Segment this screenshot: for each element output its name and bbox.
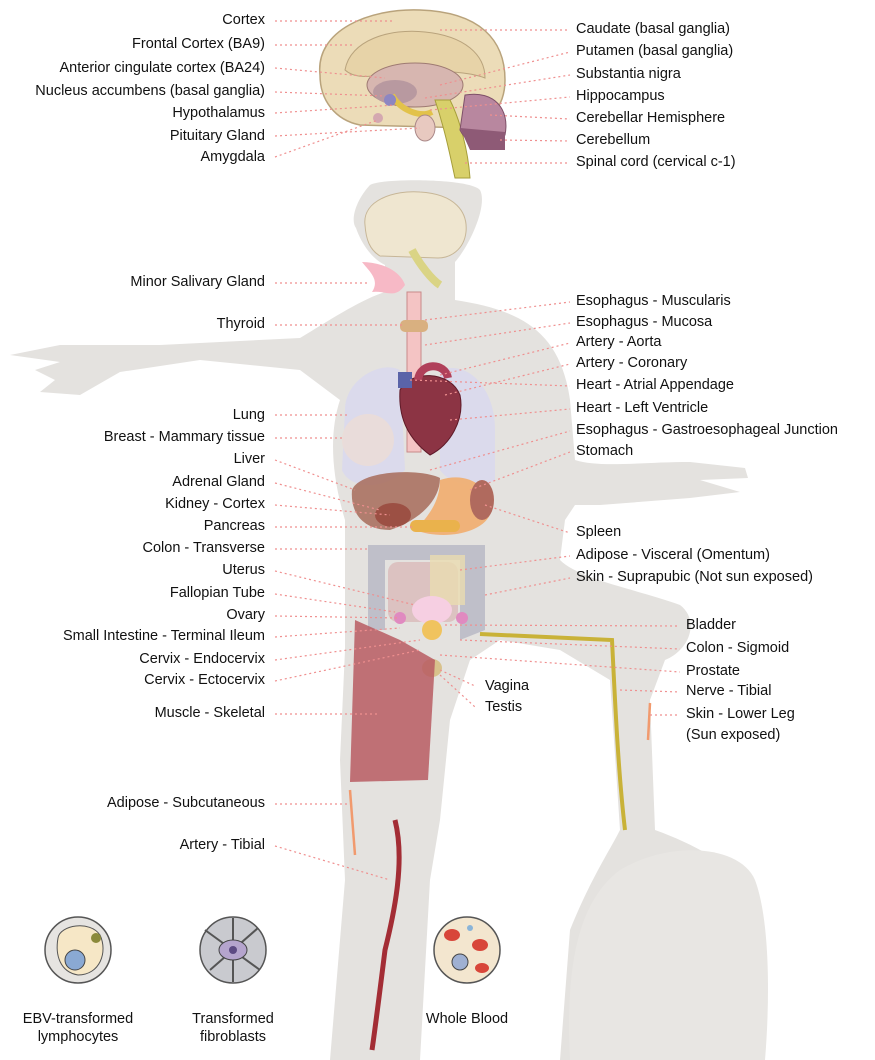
label-pituitary: Pituitary Gland (170, 128, 265, 145)
pancreas (410, 520, 460, 532)
uterus (412, 596, 452, 624)
label-fallopian-tube: Fallopian Tube (170, 585, 265, 602)
caption-whole-blood-line1: Whole Blood (392, 1010, 542, 1028)
label-skin-lower-leg-1: Skin - Lower Leg (686, 706, 795, 723)
label-esophagus-mucosa: Esophagus - Mucosa (576, 314, 712, 331)
label-adipose-subcutaneous: Adipose - Subcutaneous (107, 795, 265, 812)
label-lung: Lung (233, 407, 265, 424)
label-nucleus-accumbens: Nucleus accumbens (basal ganglia) (35, 83, 265, 100)
whole-blood-icon (434, 917, 500, 983)
label-stomach: Stomach (576, 443, 633, 460)
label-putamen: Putamen (basal ganglia) (576, 43, 733, 60)
bladder (422, 620, 442, 640)
ovary-right (456, 612, 468, 624)
thyroid (400, 320, 428, 332)
label-cerebellum: Cerebellum (576, 132, 650, 149)
label-anterior-cingulate: Anterior cingulate cortex (BA24) (59, 60, 265, 77)
label-cervix-endocervix: Cervix - Endocervix (139, 651, 265, 668)
caption-fibroblasts: Transformed fibroblasts (158, 1010, 308, 1046)
label-hippocampus: Hippocampus (576, 88, 665, 105)
label-breast: Breast - Mammary tissue (104, 429, 265, 446)
label-nerve-tibial: Nerve - Tibial (686, 683, 771, 700)
label-adipose-visceral: Adipose - Visceral (Omentum) (576, 547, 770, 564)
caption-fibroblasts-line2: fibroblasts (158, 1028, 308, 1046)
label-frontal-cortex: Frontal Cortex (BA9) (132, 36, 265, 53)
label-muscle-skeletal: Muscle - Skeletal (155, 705, 265, 722)
label-spleen: Spleen (576, 524, 621, 541)
label-skin-lower-leg-2: (Sun exposed) (686, 727, 780, 744)
label-caudate: Caudate (basal ganglia) (576, 21, 730, 38)
label-adrenal-gland: Adrenal Gland (172, 474, 265, 491)
label-bladder: Bladder (686, 617, 736, 634)
caption-ebv-lymphocytes: EBV-transformed lymphocytes (3, 1010, 153, 1046)
label-ovary: Ovary (226, 607, 265, 624)
label-testis: Testis (485, 699, 522, 716)
kidney (375, 503, 411, 527)
label-small-intestine: Small Intestine - Terminal Ileum (63, 628, 265, 645)
spleen (470, 480, 494, 520)
label-heart-atrial-appendage: Heart - Atrial Appendage (576, 377, 734, 394)
label-pancreas: Pancreas (204, 518, 265, 535)
label-prostate: Prostate (686, 663, 740, 680)
caption-whole-blood: Whole Blood (392, 1010, 542, 1028)
label-skin-suprapubic: Skin - Suprapubic (Not sun exposed) (576, 569, 813, 586)
label-cerebellar-hemisphere: Cerebellar Hemisphere (576, 110, 725, 127)
label-substantia-nigra: Substantia nigra (576, 66, 681, 83)
label-cortex: Cortex (222, 12, 265, 29)
label-minor-salivary-gland: Minor Salivary Gland (130, 274, 265, 291)
ebv-lymphocyte-icon (45, 917, 111, 983)
label-thyroid: Thyroid (217, 316, 265, 333)
fibroblast-icon (200, 917, 266, 983)
label-artery-aorta: Artery - Aorta (576, 334, 661, 351)
caption-ebv-line1: EBV-transformed (3, 1010, 153, 1028)
caption-fibroblasts-line1: Transformed (158, 1010, 308, 1028)
caption-ebv-line2: lymphocytes (3, 1028, 153, 1046)
atrial-appendage (398, 372, 412, 388)
label-colon-transverse: Colon - Transverse (143, 540, 266, 557)
label-uterus: Uterus (222, 562, 265, 579)
label-hypothalamus: Hypothalamus (172, 105, 265, 122)
label-artery-tibial: Artery - Tibial (180, 837, 265, 854)
label-kidney-cortex: Kidney - Cortex (165, 496, 265, 513)
label-vagina: Vagina (485, 678, 529, 695)
label-amygdala: Amygdala (201, 149, 265, 166)
label-esophagus-muscularis: Esophagus - Muscularis (576, 293, 731, 310)
label-cervix-ectocervix: Cervix - Ectocervix (144, 672, 265, 689)
label-heart-left-ventricle: Heart - Left Ventricle (576, 400, 708, 417)
brain-diagram (320, 10, 506, 178)
label-colon-sigmoid: Colon - Sigmoid (686, 640, 789, 657)
label-esophagus-ge-junction: Esophagus - Gastroesophageal Junction (576, 422, 838, 439)
label-spinal-cord: Spinal cord (cervical c-1) (576, 154, 736, 171)
breast (342, 414, 394, 466)
label-artery-coronary: Artery - Coronary (576, 355, 687, 372)
label-liver: Liver (234, 451, 265, 468)
